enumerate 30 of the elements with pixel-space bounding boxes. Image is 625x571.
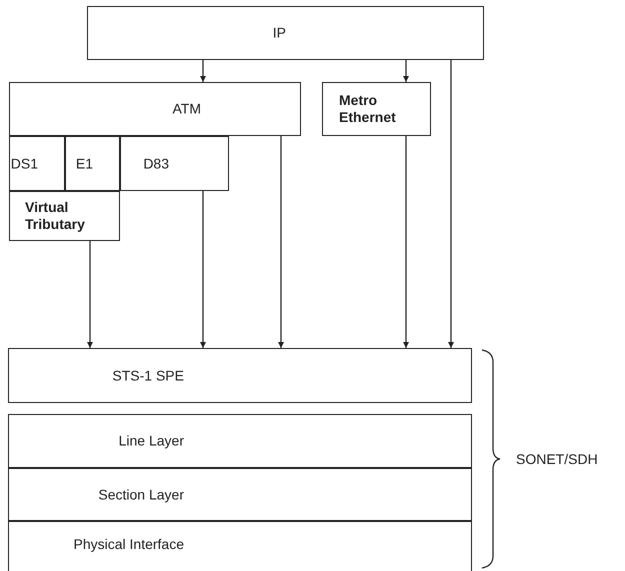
layer-label: Metro Ethernet xyxy=(339,92,397,126)
layer-box xyxy=(87,6,484,60)
layer-box xyxy=(322,82,431,136)
arrow xyxy=(448,60,454,348)
arrow xyxy=(403,60,409,82)
layer-box xyxy=(65,136,120,191)
layer-box xyxy=(120,136,229,191)
arrow xyxy=(403,136,409,348)
layer-label: DS1 xyxy=(10,155,38,172)
layer-label: D83 xyxy=(143,155,169,172)
layer-label: STS-1 SPE xyxy=(112,367,184,384)
layer-label: Physical Interface xyxy=(74,536,184,553)
arrow xyxy=(200,191,206,348)
arrow xyxy=(278,136,284,348)
layer-box xyxy=(8,521,472,571)
arrow xyxy=(87,241,93,348)
layer-box xyxy=(8,348,472,403)
layer-label: ATM xyxy=(172,100,201,118)
layer-label: E1 xyxy=(76,155,93,172)
layer-label: Section Layer xyxy=(98,486,184,503)
layer-label: Virtual Tributary xyxy=(25,199,86,233)
layer-label: Line Layer xyxy=(118,432,184,450)
layer-box xyxy=(8,414,472,468)
layer-box xyxy=(9,82,301,136)
arrow xyxy=(200,60,206,82)
layer-box xyxy=(8,468,472,521)
layer-label: IP xyxy=(272,24,286,42)
layer-box xyxy=(9,191,120,241)
layer-box xyxy=(9,136,65,191)
group-label: SONET/SDH xyxy=(516,451,598,468)
